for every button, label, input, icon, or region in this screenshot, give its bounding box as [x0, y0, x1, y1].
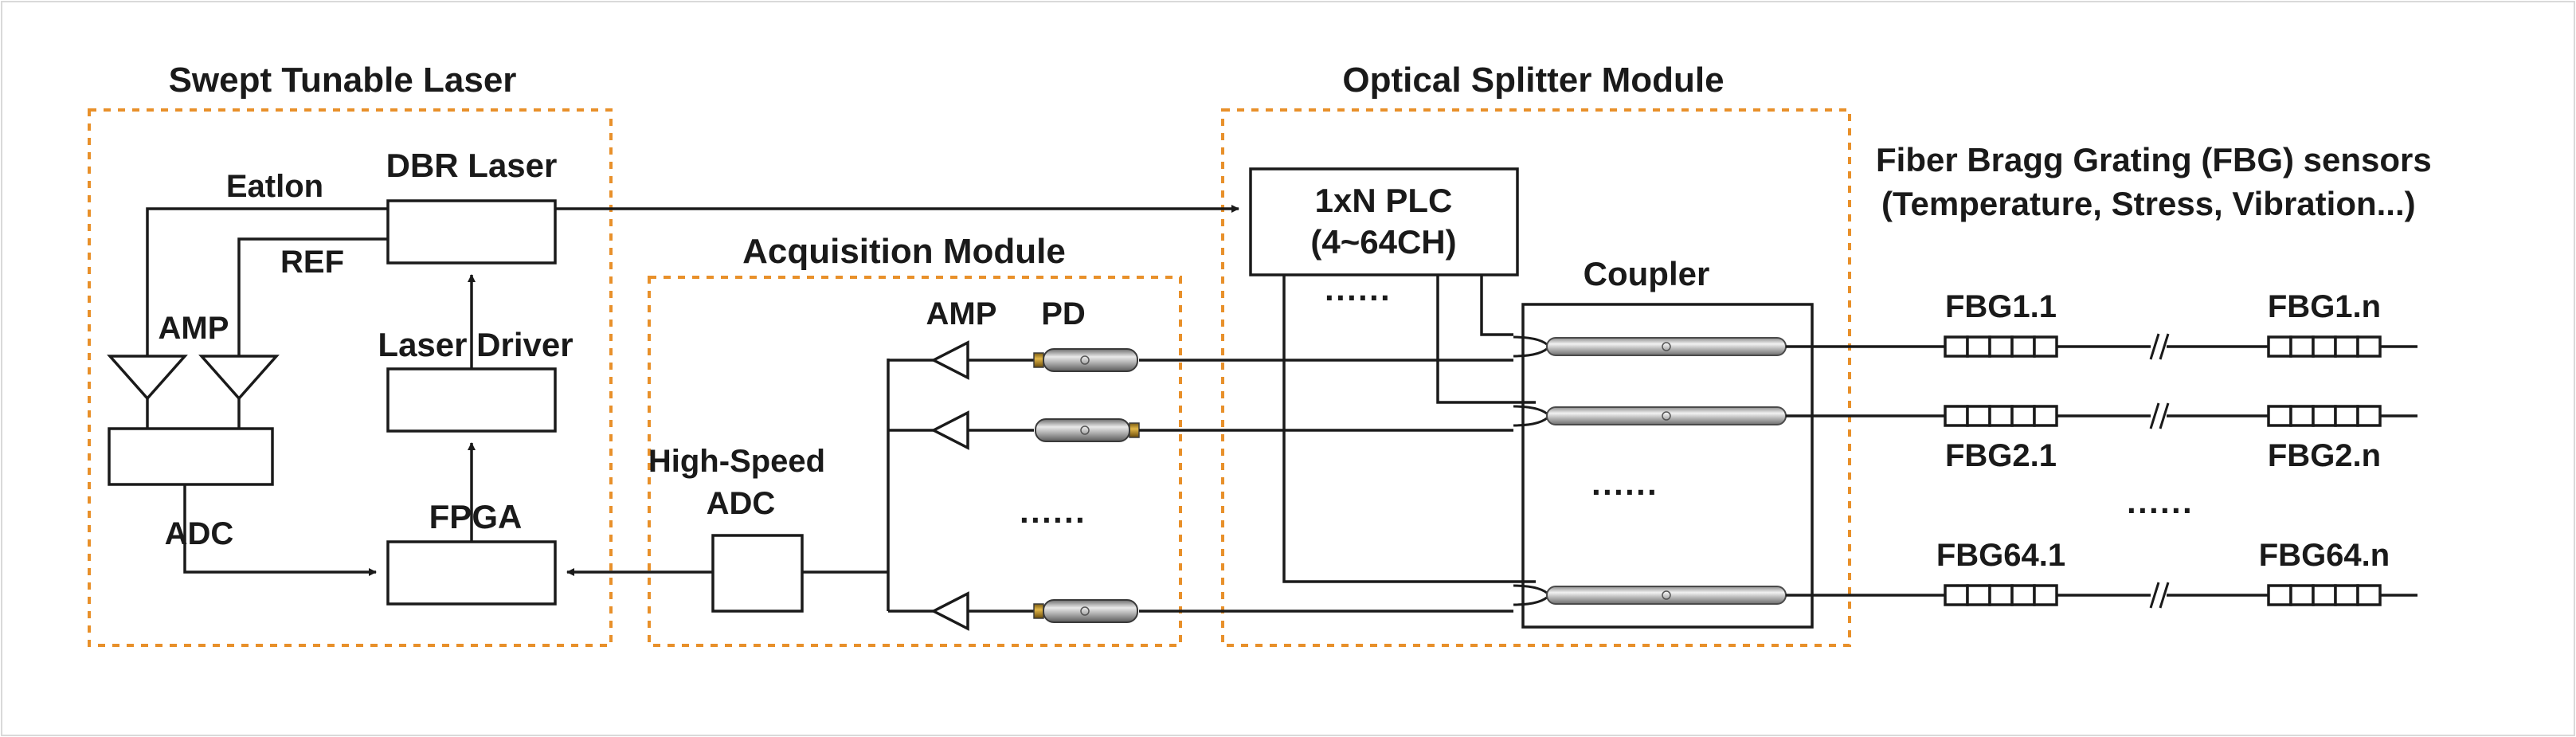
- amp-triangle-1: [930, 340, 969, 380]
- fbg-rows-ellipsis: ······: [2127, 492, 2194, 529]
- eatlon-line: [146, 207, 388, 356]
- adc-label: ADC: [165, 516, 234, 551]
- fbg-row-2: FBG2.1 FBG2.n: [1812, 400, 2417, 473]
- fbg-label-last-1: FBG1.n: [2268, 289, 2381, 324]
- acquisition-module-frame: [648, 276, 1182, 647]
- plc-label-line2: (4~64CH): [1310, 223, 1456, 261]
- photodiode-2: [1035, 418, 1140, 442]
- fbg-label-first-3: FBG64.1: [1936, 538, 2065, 573]
- fbg-label-last-3: FBG64.n: [2259, 538, 2390, 573]
- coupler-channels: [1513, 335, 1812, 606]
- plc-output-ch2: [1436, 275, 1536, 404]
- adc-box: [108, 427, 274, 486]
- fpga-label: FPGA: [429, 498, 523, 535]
- fbg-title-line2: (Temperature, Stress, Vibration...): [1881, 185, 2416, 222]
- ref-line: [237, 237, 388, 356]
- plc-label-line1: 1xN PLC: [1315, 182, 1453, 219]
- amp-triangle-2: [930, 410, 969, 450]
- high-speed-adc-box: [711, 534, 804, 613]
- acquisition-module-title: Acquisition Module: [742, 232, 1066, 271]
- coupler-tube-1: [1513, 335, 1812, 358]
- fbg-grating-last-3: [2267, 584, 2382, 606]
- fbg-label-first-1: FBG1.1: [1945, 289, 2057, 324]
- ref-label: REF: [280, 245, 344, 280]
- amp-triangle-ref: [198, 355, 280, 401]
- photodiode-1: [1033, 348, 1138, 372]
- fbg-label-last-2: FBG2.n: [2268, 438, 2381, 473]
- coupler-tube-2: [1513, 405, 1812, 427]
- plc-ellipsis: ······: [1325, 279, 1392, 316]
- fiber-break-mark-3: [2149, 582, 2160, 609]
- fbg-grating-first-2: [1944, 405, 2058, 427]
- splitter-module-title: Optical Splitter Module: [1342, 61, 1724, 100]
- amp-label-acq: AMP: [926, 296, 997, 331]
- amp-label-laser: AMP: [159, 311, 229, 346]
- coupler-ellipsis: ······: [1591, 473, 1658, 511]
- laser-module-title: Swept Tunable Laser: [169, 61, 517, 100]
- fbg-row-3: FBG64.1 FBG64.n: [1812, 538, 2417, 611]
- amp-triangle-3: [930, 591, 969, 631]
- fiber-break-mark-2: [2149, 402, 2160, 429]
- fpga-box: [386, 540, 557, 606]
- fbg-title-line1: Fiber Bragg Grating (FBG) sensors: [1876, 141, 2432, 178]
- fbg-grating-first-1: [1944, 335, 2058, 358]
- pd-channels: [888, 340, 1513, 631]
- pd-label: PD: [1041, 296, 1086, 331]
- laser-module-frame: [88, 108, 613, 647]
- fbg-row-1: FBG1.1 FBG1.n: [1812, 289, 2417, 363]
- fbg-grating-first-3: [1944, 584, 2058, 606]
- adc-to-fpga-arrow: [183, 484, 377, 576]
- coupler-box: [1521, 303, 1814, 629]
- fbg-label-first-2: FBG2.1: [1945, 438, 2057, 473]
- photodiode-3: [1033, 599, 1138, 623]
- high-speed-adc-label-line2: ADC: [707, 486, 776, 521]
- laser-driver-label: Laser Driver: [378, 326, 573, 363]
- splitter-module-frame: [1221, 108, 1851, 647]
- fbg-grating-last-1: [2267, 335, 2382, 358]
- plc-output-chn: [1282, 275, 1536, 583]
- plc-box: [1249, 167, 1519, 276]
- amp-triangle-etalon: [107, 355, 188, 401]
- coupler-tube-3: [1513, 584, 1812, 606]
- acquisition-ellipsis: ······: [1020, 501, 1086, 539]
- coupler-label: Coupler: [1584, 255, 1710, 292]
- plc-output-ch1: [1480, 275, 1513, 336]
- fbg-grating-last-2: [2267, 405, 2382, 427]
- dbr-laser-box: [386, 199, 557, 265]
- eatlon-label: Eatlon: [226, 169, 323, 204]
- fiber-break-mark-1: [2149, 333, 2160, 360]
- dbr-laser-label: DBR Laser: [386, 147, 558, 184]
- laser-driver-box: [386, 367, 557, 433]
- high-speed-adc-label-line1: High-Speed: [648, 444, 825, 479]
